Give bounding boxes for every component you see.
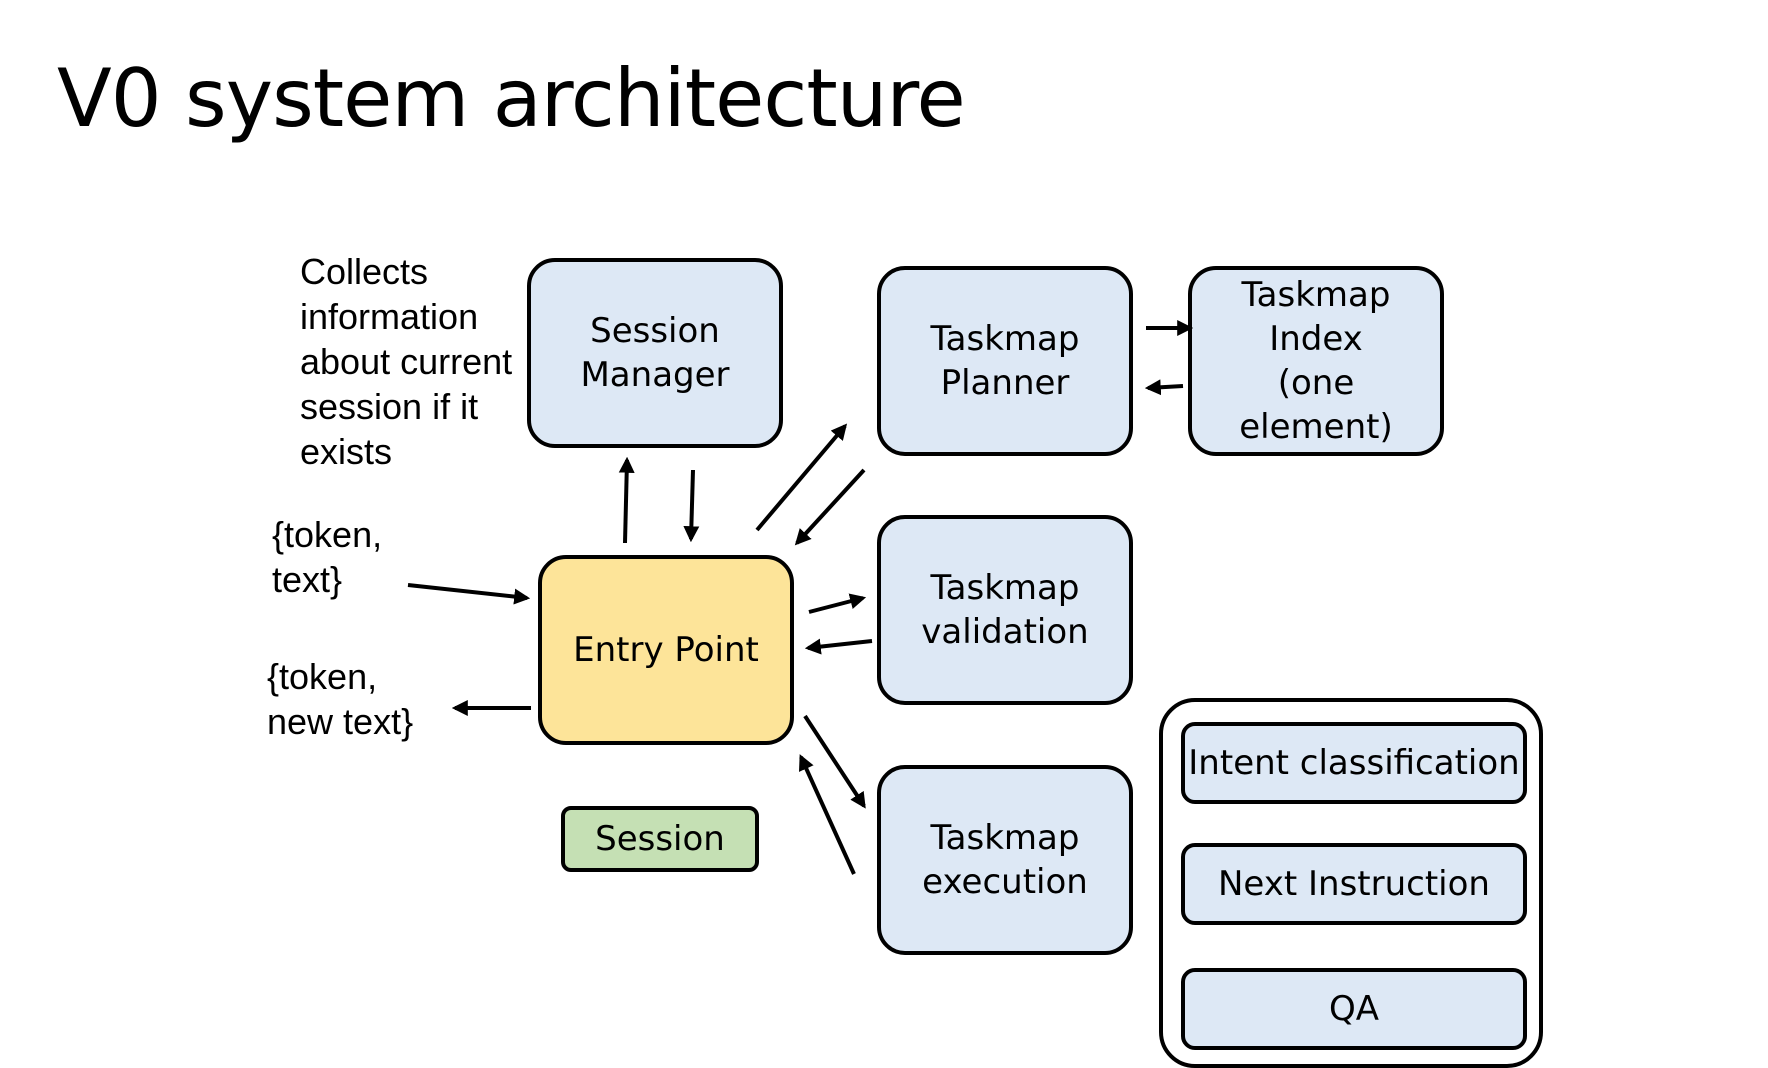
intent-classification-box: Intent classification bbox=[1181, 722, 1527, 804]
input-label: {token, text} bbox=[272, 512, 382, 602]
input-line: {token, bbox=[272, 514, 383, 555]
qa-label: QA bbox=[1328, 988, 1380, 1029]
taskmap-index-box: Taskmap Index (one element) bbox=[1188, 266, 1444, 456]
session-manager-note: Collects information about current sessi… bbox=[300, 249, 512, 474]
next-instruction-box: Next Instruction bbox=[1181, 843, 1527, 925]
arrow-execution-to-entry bbox=[798, 754, 856, 875]
output-line: new text} bbox=[267, 701, 414, 742]
arrow-entry-to-planner bbox=[755, 423, 848, 532]
entry-point-box: Entry Point bbox=[538, 555, 794, 745]
taskmap-execution-box: Taskmap execution bbox=[877, 765, 1133, 955]
arrow-session-manager-to-entry bbox=[683, 469, 700, 543]
arrow-entry-to-validation bbox=[808, 593, 867, 614]
session-manager-label: Session Manager bbox=[580, 310, 730, 395]
arrow-planner-to-entry bbox=[794, 468, 866, 546]
note-line: session if it bbox=[300, 386, 479, 427]
session-manager-box: Session Manager bbox=[527, 258, 783, 448]
taskmap-index-label: Taskmap Index (one element) bbox=[1239, 274, 1393, 448]
arrow-validation-to-entry bbox=[804, 638, 873, 655]
output-line: {token, bbox=[267, 656, 378, 697]
entry-point-label: Entry Point bbox=[573, 629, 759, 670]
arrow-entry-to-execution bbox=[803, 714, 866, 809]
note-line: about current bbox=[300, 341, 513, 382]
session-label: Session bbox=[595, 818, 725, 859]
taskmap-validation-label: Taskmap validation bbox=[921, 567, 1089, 652]
taskmap-validation-box: Taskmap validation bbox=[877, 515, 1133, 705]
taskmap-planner-label: Taskmap Planner bbox=[930, 318, 1080, 403]
input-line: text} bbox=[272, 559, 343, 600]
note-line: exists bbox=[300, 431, 393, 472]
arrow-entry-to-session-manager bbox=[618, 456, 635, 544]
note-line: Collects bbox=[300, 251, 429, 292]
taskmap-planner-box: Taskmap Planner bbox=[877, 266, 1133, 456]
note-line: information bbox=[300, 296, 479, 337]
arrow-input-to-entry bbox=[407, 583, 531, 605]
output-label: {token, new text} bbox=[267, 654, 413, 744]
qa-box: QA bbox=[1181, 968, 1527, 1050]
taskmap-execution-label: Taskmap execution bbox=[922, 817, 1088, 902]
slide-title: V0 system architecture bbox=[57, 52, 966, 145]
next-instruction-label: Next Instruction bbox=[1218, 863, 1490, 904]
arrow-index-to-planner bbox=[1144, 379, 1184, 396]
intent-classification-label: Intent classification bbox=[1188, 742, 1520, 783]
session-box: Session bbox=[561, 806, 759, 872]
